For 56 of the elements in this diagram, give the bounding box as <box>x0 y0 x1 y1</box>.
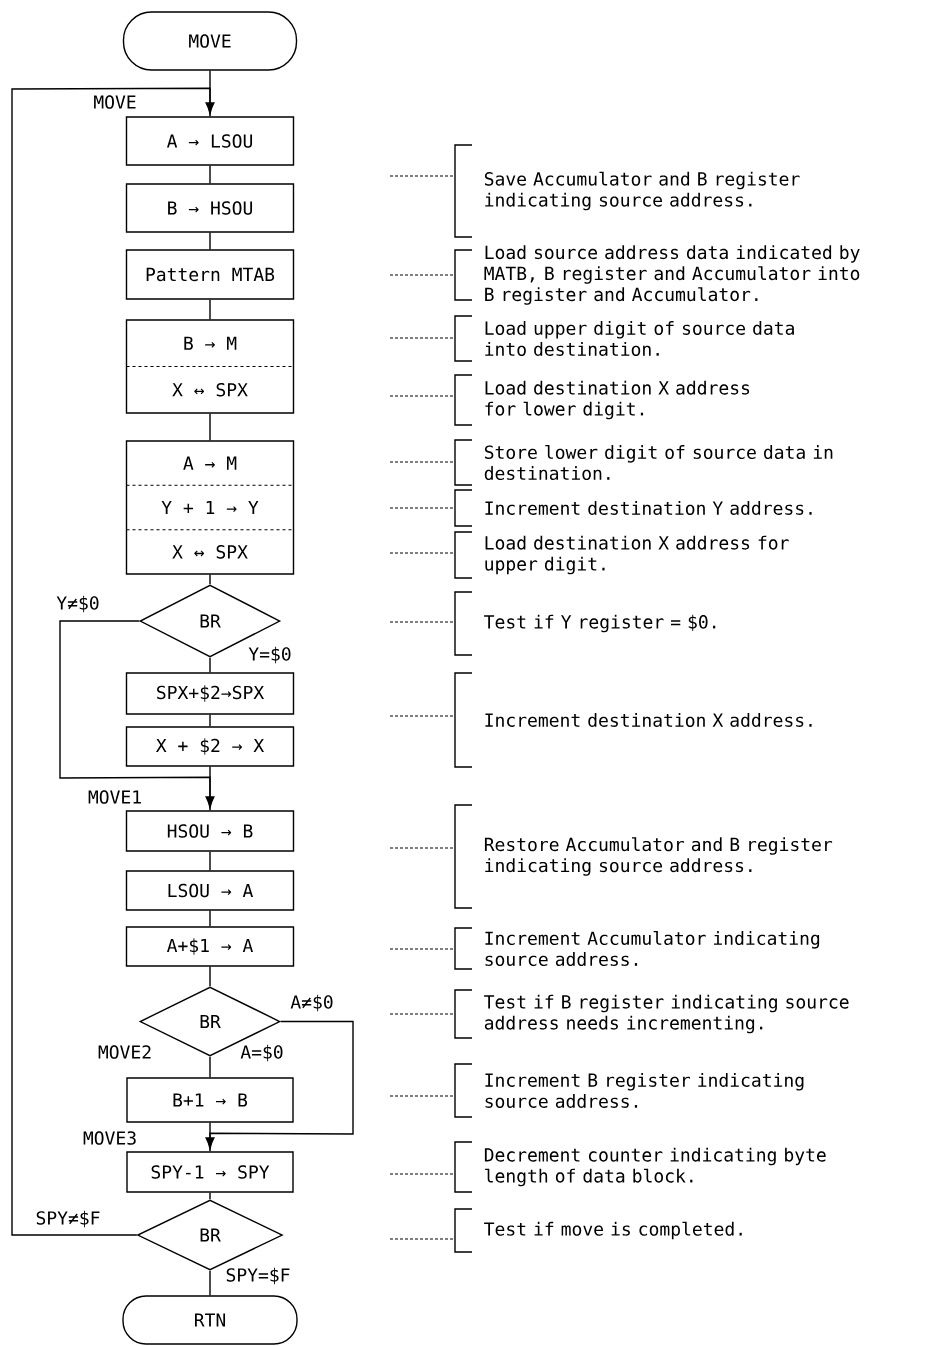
process-box: B → HSOU <box>125 183 295 233</box>
connector <box>209 851 211 871</box>
connector <box>209 232 211 250</box>
edge-label: SPY≠$F <box>34 1209 102 1229</box>
description-text: Increment destination X address. <box>485 713 812 727</box>
process-box: Pattern MTAB <box>125 249 295 300</box>
process-box: X + $2 → X <box>125 726 295 767</box>
process-box: HSOU → B <box>125 810 295 852</box>
description-text: Decrement counter indicating byte length of data block. <box>484 1147 826 1187</box>
entry-label: MOVE3 <box>83 1131 136 1145</box>
process-box: A → LSOU <box>125 116 295 166</box>
terminal-box: MOVE <box>122 11 298 71</box>
process-box: B+1 → B <box>126 1077 294 1123</box>
process-box: LSOU → A <box>125 870 295 911</box>
description-text: Store lower digit of source data in destination. <box>484 445 833 480</box>
description-text: Load destination X address for lower digit. <box>485 380 750 420</box>
connector <box>209 574 211 585</box>
connector <box>209 910 211 927</box>
terminal-box: RTN <box>122 1295 298 1345</box>
description-text: Restore Accumulator and B register indicating source address. <box>484 837 833 876</box>
connector <box>209 299 211 320</box>
description-text: Save Accumulator and B register indicating source address. <box>484 171 800 211</box>
description-text: Test if B register indicating source address needs incrementing. <box>484 994 849 1034</box>
connector <box>209 413 211 441</box>
connector <box>209 714 211 727</box>
description-text: Increment Accumulator indicating source address. <box>485 931 820 966</box>
description-text: Increment destination Y address. <box>485 501 812 515</box>
connector <box>209 766 211 811</box>
description-text: Increment B register indicating source address. <box>485 1073 804 1108</box>
process-box: SPY-1 → SPY <box>126 1151 294 1193</box>
connector <box>209 70 211 117</box>
description-text: Test if Y register = $0. <box>484 614 716 633</box>
edge-label: A=$0 <box>239 1043 285 1063</box>
description-text: Load upper digit of source data into destination. <box>485 321 794 356</box>
edge-label: A≠$0 <box>289 993 335 1013</box>
connector <box>209 165 211 184</box>
process-box: A+$1 → A <box>125 926 295 967</box>
connector <box>11 87 215 1236</box>
entry-label: MOVE1 <box>88 790 141 804</box>
connector <box>205 1020 354 1149</box>
connector <box>209 966 211 987</box>
connector <box>209 1056 211 1078</box>
connector <box>209 1270 211 1296</box>
entry-label: MOVE <box>94 95 136 109</box>
connector <box>209 1192 211 1200</box>
description-text: Load destination X address for upper digit. <box>485 535 789 575</box>
process-box: SPX+$2→SPX <box>125 672 295 715</box>
connector <box>59 620 215 808</box>
process-box: B → M X ↔ SPX <box>125 319 295 414</box>
process-box: A → M Y + 1 → Y X ↔ SPX <box>125 440 295 575</box>
description-text: Load source address data indicated by MATB, B register and Accumulator into B register and Accumulator. <box>484 245 860 305</box>
edge-label: Y≠$0 <box>55 594 101 614</box>
connector <box>209 1122 211 1152</box>
entry-label: MOVE2 <box>98 1045 151 1059</box>
description-text: Test if move is completed. <box>484 1221 742 1240</box>
connector <box>209 657 211 673</box>
